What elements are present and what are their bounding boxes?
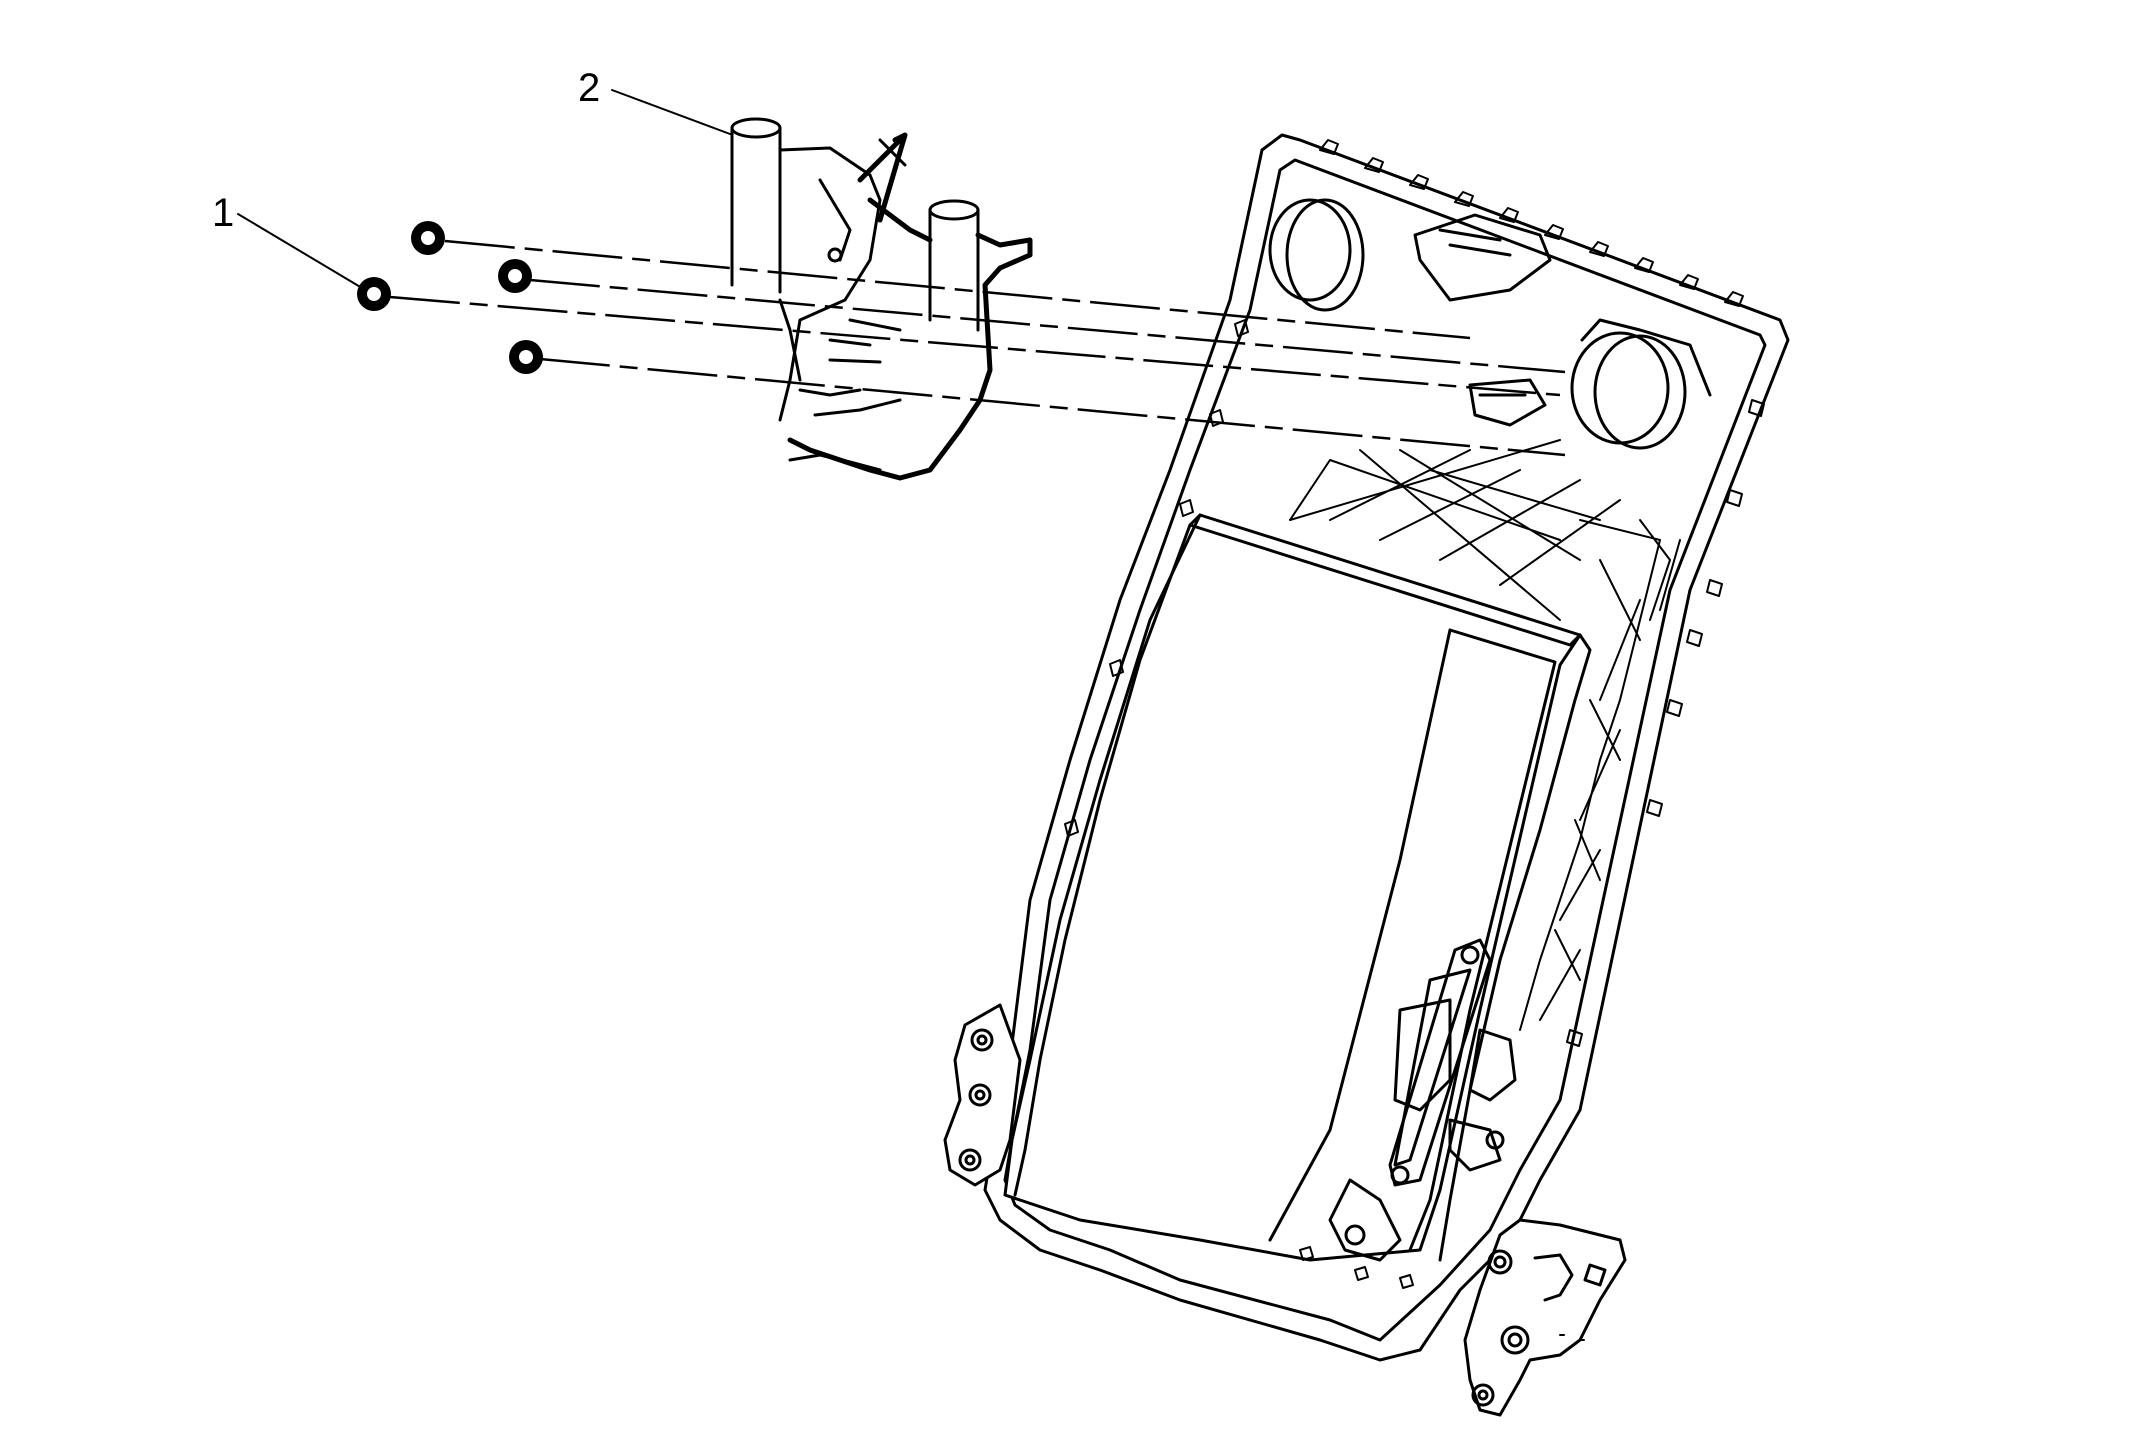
callout-1-leader: [237, 213, 363, 289]
recliner-mechanism: [1328, 938, 1517, 1262]
nut: [357, 277, 391, 311]
speaker-recess: [1268, 198, 1365, 312]
left-hinge-bracket: [943, 1003, 1022, 1187]
alignment-line: [539, 357, 1566, 457]
frame-clips: [1064, 139, 1765, 1047]
nut: [498, 259, 532, 293]
nut-fasteners: [357, 221, 543, 374]
callout-2-leader: [611, 89, 731, 135]
callout-2-label: 2: [578, 66, 600, 110]
alignment-line: [389, 295, 1561, 397]
alignment-line: [444, 239, 1471, 340]
speaker-recess: [1570, 318, 1712, 450]
callout-1: 1: [212, 191, 363, 289]
nut: [509, 340, 543, 374]
seat-back-frame: [943, 133, 1790, 1417]
right-hinge-bracket: [1463, 1218, 1627, 1417]
frame-ribs: [1289, 439, 1681, 1031]
nut: [411, 221, 445, 255]
callout-2: 2: [578, 66, 731, 135]
fastener-alignment-lines: [389, 239, 1566, 457]
bracket-assembly: [730, 117, 1033, 481]
callout-1-label: 1: [212, 191, 234, 235]
alignment-line: [529, 278, 1566, 374]
